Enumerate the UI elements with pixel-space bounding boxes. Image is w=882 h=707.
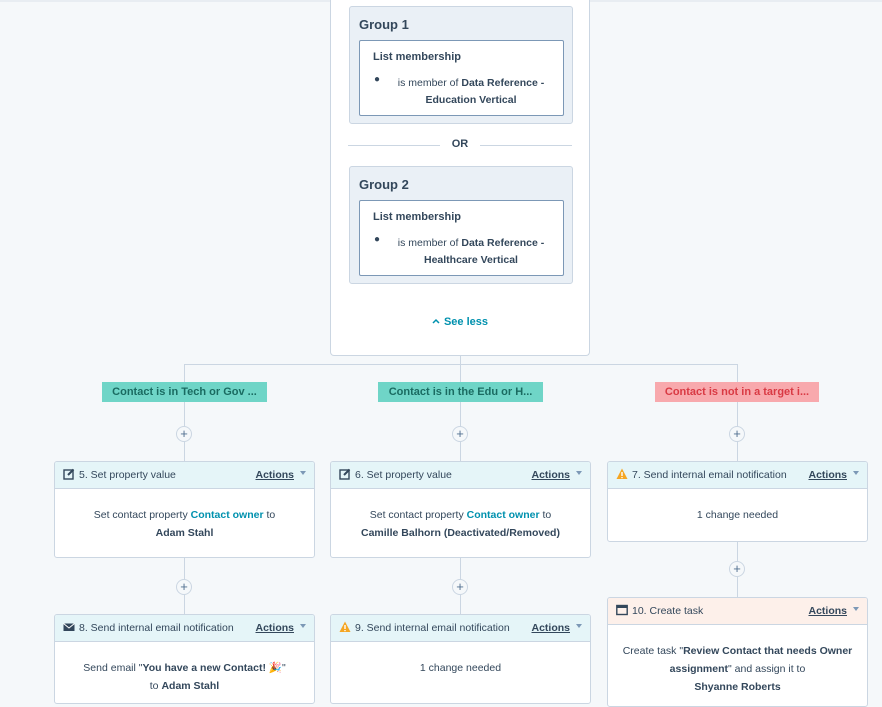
actions-dropdown[interactable]: Actions	[808, 605, 847, 617]
action-header: 9. Send internal email notification Acti…	[331, 615, 590, 642]
connector-line	[184, 364, 185, 461]
action-header: 6. Set property value Actions	[331, 462, 590, 489]
branch-criteria-card[interactable]: Group 1 List membership ● is member of D…	[330, 0, 590, 356]
edit-icon	[339, 468, 351, 480]
group-title: Group 2	[359, 177, 409, 192]
action-title: 5. Set property value	[79, 469, 176, 481]
filter-title: List membership	[373, 51, 462, 63]
action-card-8[interactable]: 8. Send internal email notification Acti…	[54, 614, 315, 704]
action-title: 10. Create task	[632, 605, 704, 617]
bullet-icon: ●	[374, 234, 381, 245]
action-header: 10. Create task Actions	[608, 598, 867, 625]
add-action-button[interactable]: +	[176, 579, 192, 595]
filter-condition: is member of Data Reference - Education …	[397, 77, 545, 106]
warning-icon	[339, 621, 351, 632]
branch-label-tech-gov[interactable]: Contact is in Tech or Gov ...	[102, 382, 267, 402]
task-icon	[616, 604, 628, 616]
chevron-up-icon	[432, 318, 440, 324]
warning-icon	[616, 468, 628, 479]
action-body: 1 change needed	[696, 509, 779, 521]
or-label: OR	[451, 138, 469, 150]
filter-condition: is member of Data Reference - Healthcare…	[397, 237, 545, 266]
connector-line	[460, 364, 461, 461]
actions-dropdown[interactable]: Actions	[255, 622, 294, 634]
action-title: 6. Set property value	[355, 469, 452, 481]
or-divider: OR	[348, 136, 572, 154]
action-header: 7. Send internal email notification Acti…	[608, 462, 867, 489]
divider-line	[480, 145, 572, 146]
chevron-down-icon	[576, 624, 582, 628]
add-action-button[interactable]: +	[729, 561, 745, 577]
filter-title: List membership	[373, 211, 462, 223]
chevron-down-icon	[300, 624, 306, 628]
branch-label-not-target[interactable]: Contact is not in a target i...	[655, 382, 819, 402]
action-body: Send email "You have a new Contact! 🎉"to…	[83, 662, 286, 692]
group-title: Group 1	[359, 17, 409, 32]
action-card-9[interactable]: 9. Send internal email notification Acti…	[330, 614, 591, 704]
action-title: 8. Send internal email notification	[79, 622, 234, 634]
action-body: 1 change needed	[419, 662, 502, 674]
filter-group-1: Group 1 List membership ● is member of D…	[349, 6, 573, 124]
chevron-down-icon	[853, 607, 859, 611]
action-card-5[interactable]: 5. Set property value Actions Set contac…	[54, 461, 315, 558]
edit-icon	[63, 468, 75, 480]
filter-card[interactable]: List membership ● is member of Data Refe…	[359, 40, 564, 116]
action-body: Create task "Review Contact that needs O…	[622, 645, 853, 693]
chevron-down-icon	[300, 471, 306, 475]
connector-line	[460, 356, 461, 364]
actions-dropdown[interactable]: Actions	[255, 469, 294, 481]
actions-dropdown[interactable]: Actions	[531, 469, 570, 481]
action-header: 5. Set property value Actions	[55, 462, 314, 489]
email-icon	[63, 623, 75, 631]
action-title: 7. Send internal email notification	[632, 469, 787, 481]
filter-card[interactable]: List membership ● is member of Data Refe…	[359, 200, 564, 276]
chevron-down-icon	[576, 471, 582, 475]
connector-line	[737, 364, 738, 461]
branch-label-edu[interactable]: Contact is in the Edu or H...	[378, 382, 543, 402]
action-card-6[interactable]: 6. Set property value Actions Set contac…	[330, 461, 591, 558]
actions-dropdown[interactable]: Actions	[808, 469, 847, 481]
action-card-7[interactable]: 7. Send internal email notification Acti…	[607, 461, 868, 542]
action-card-10[interactable]: 10. Create task Actions Create task "Rev…	[607, 597, 868, 707]
add-action-button[interactable]: +	[452, 579, 468, 595]
filter-group-2: Group 2 List membership ● is member of D…	[349, 166, 573, 284]
see-less-link[interactable]: See less	[330, 316, 590, 328]
add-action-button[interactable]: +	[729, 426, 745, 442]
add-action-button[interactable]: +	[176, 426, 192, 442]
chevron-down-icon	[853, 471, 859, 475]
divider-line	[348, 145, 440, 146]
bullet-icon: ●	[374, 74, 381, 85]
actions-dropdown[interactable]: Actions	[531, 622, 570, 634]
action-title: 9. Send internal email notification	[355, 622, 510, 634]
add-action-button[interactable]: +	[452, 426, 468, 442]
action-header: 8. Send internal email notification Acti…	[55, 615, 314, 642]
